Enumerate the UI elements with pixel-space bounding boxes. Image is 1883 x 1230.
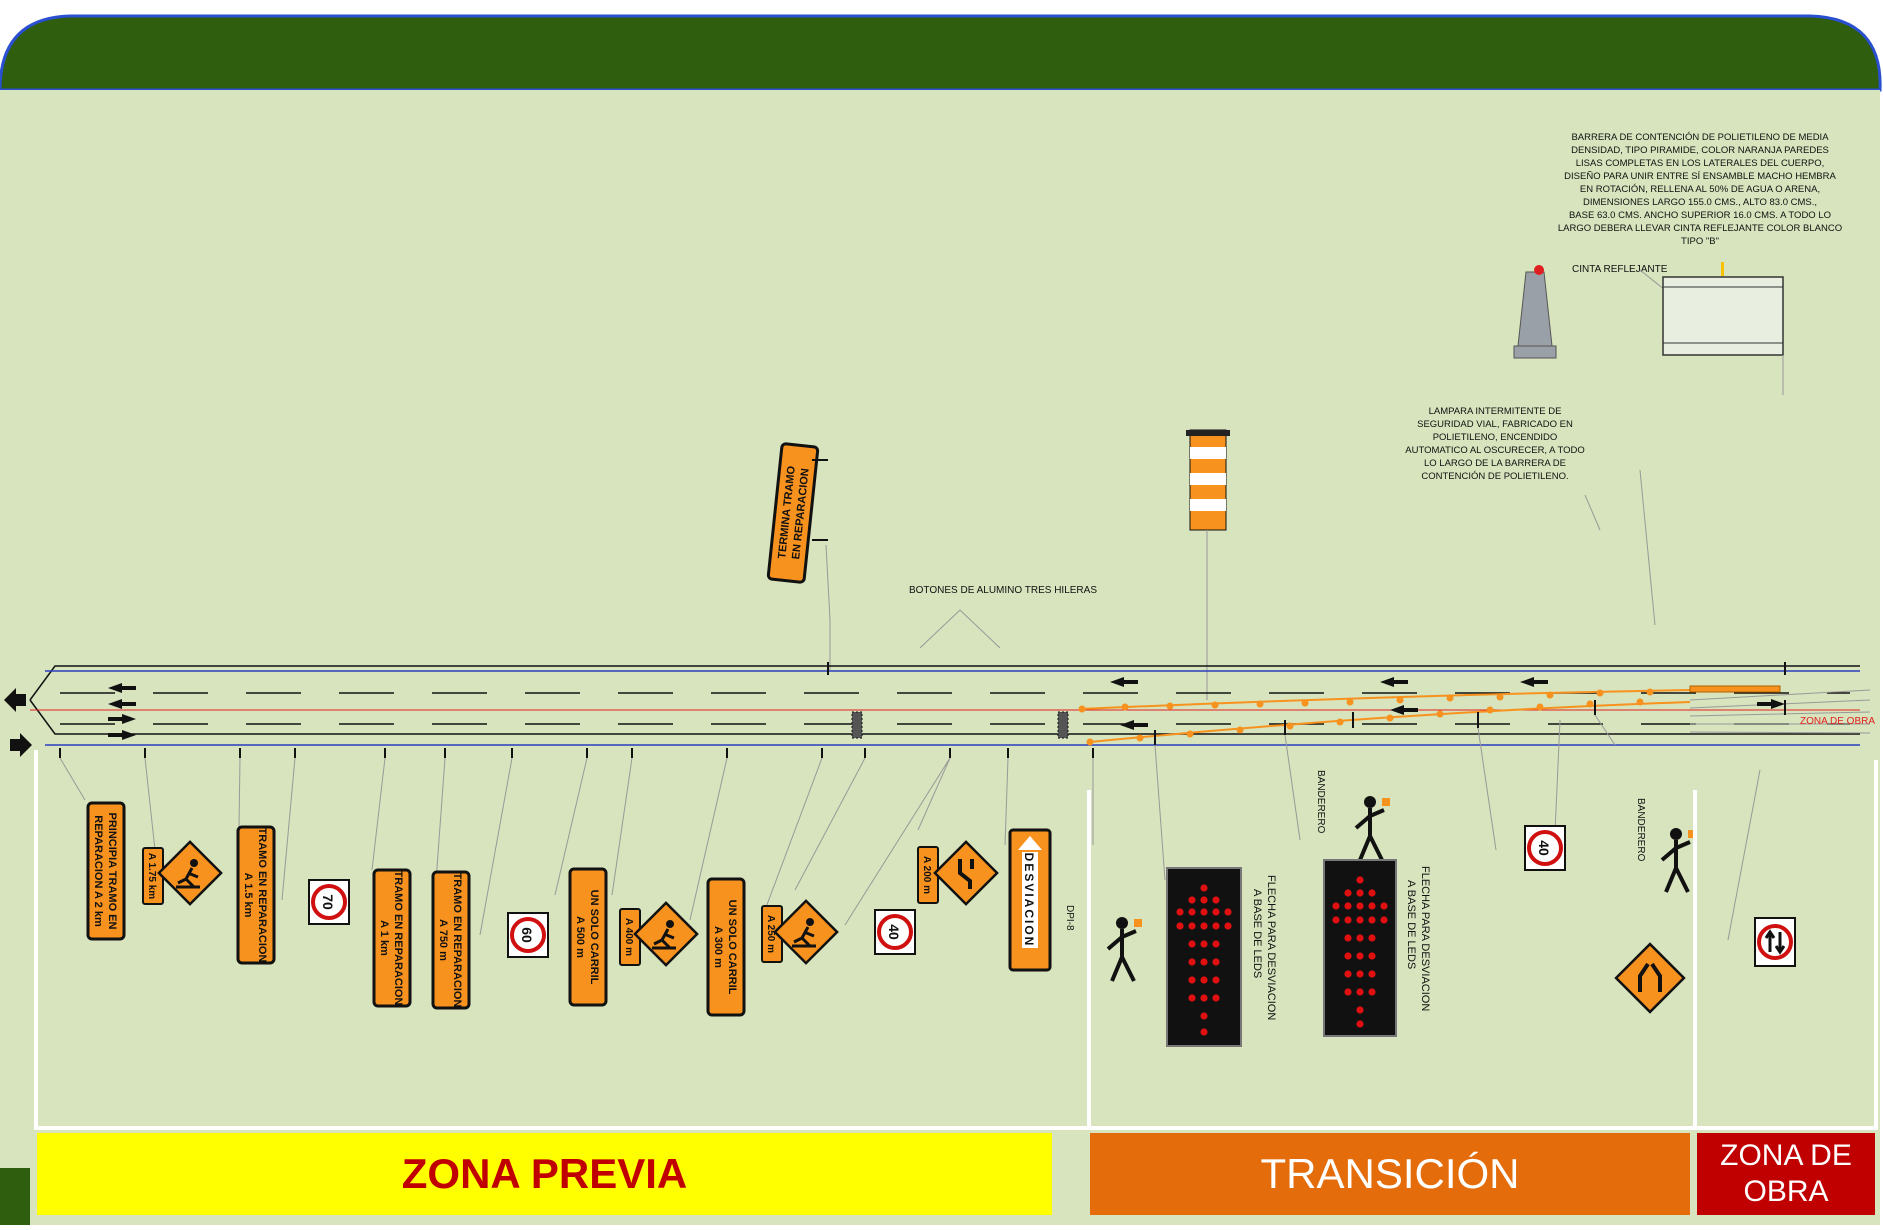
roadway: ZONA DE OBRA: [29, 662, 1875, 758]
svg-text:DIMENSIONES LARGO 155.0 CMS.,: DIMENSIONES LARGO 155.0 CMS., ALTO 83.0 …: [1583, 197, 1817, 208]
svg-text:LARGO DEBERA LLEVAR CINTA REFL: LARGO DEBERA LLEVAR CINTA REFLEJANTE COL…: [1558, 223, 1842, 234]
merge-diamond-icon: [1614, 942, 1686, 1014]
svg-text:LO LARGO DE LA BARRERA DE: LO LARGO DE LA BARRERA DE: [1424, 458, 1566, 469]
svg-text:TRAMO EN REPARACION: TRAMO EN REPARACION: [256, 828, 268, 963]
banderero-label-1: BANDERERO: [1315, 770, 1326, 834]
svg-text:EN ROTACIÓN, RELLENA AL 50% DE: EN ROTACIÓN, RELLENA AL 50% DE AGUA O AR…: [1580, 184, 1820, 195]
botones-note: BOTONES DE ALUMINO TRES HILERAS: [909, 585, 1097, 596]
sign-principia: PRINCIPIA TRAMO EN REPARACION A 2 km: [86, 801, 126, 941]
sign-carril-500: UN SOLO CARRIL A 500 m: [568, 867, 608, 1007]
svg-text:FLECHA PARA DESVIACION: FLECHA PARA DESVIACION: [1265, 875, 1277, 1020]
svg-text:FLECHA PARA DESVIACION: FLECHA PARA DESVIACION: [1419, 866, 1431, 1011]
svg-text:A 250 m: A 250 m: [765, 915, 776, 953]
main-panel: [0, 90, 1880, 1225]
flecha-label-1: FLECHA PARA DESVIACION A BASE DE LEDS: [1251, 875, 1277, 1020]
speed-limit-60: 60: [506, 911, 550, 959]
zone-previa: ZONA PREVIA: [37, 1133, 1052, 1215]
sign-a-200: A 200 m: [917, 846, 939, 904]
svg-text:CONTENCIÓN DE POLIETILENO.: CONTENCIÓN DE POLIETILENO.: [1421, 471, 1568, 482]
traffic-direction-icons: [4, 688, 32, 757]
svg-text:AUTOMATICO AL OSCURECER, A TOD: AUTOMATICO AL OSCURECER, A TODO: [1405, 445, 1584, 456]
svg-text:A 750 m: A 750 m: [437, 919, 449, 961]
svg-text:A 1 km: A 1 km: [378, 920, 390, 956]
cone-icon: [1513, 265, 1557, 359]
svg-text:UN SOLO CARRIL: UN SOLO CARRIL: [726, 900, 738, 995]
zone-transicion: TRANSICIÓN: [1090, 1133, 1690, 1215]
speed-limit-40-b: 40: [1523, 824, 1567, 872]
svg-text:PRINCIPIA TRAMO EN: PRINCIPIA TRAMO EN: [106, 813, 118, 930]
svg-text:A 300 m: A 300 m: [712, 926, 724, 968]
barrel-icon: [1186, 429, 1230, 531]
svg-text:TIPO "B": TIPO "B": [1681, 236, 1719, 247]
svg-text:BARRERA DE CONTENCIÓN DE POLIE: BARRERA DE CONTENCIÓN DE POLIETILENO DE …: [1571, 132, 1829, 143]
two-way-traffic-sign: [1754, 917, 1796, 967]
sign-carril-300: UN SOLO CARRIL A 300 m: [706, 877, 746, 1017]
speed-limit-70: 70: [307, 878, 351, 926]
lamp-note: LAMPARA INTERMITENTE DE SEGURIDAD VIAL, …: [1405, 406, 1584, 482]
svg-text:SEGURIDAD VIAL, FABRICADO EN: SEGURIDAD VIAL, FABRICADO EN: [1417, 419, 1573, 430]
svg-text:40: 40: [1536, 840, 1552, 856]
zone-dividers: [34, 750, 1878, 1130]
svg-text:TRAMO EN REPARACION: TRAMO EN REPARACION: [451, 873, 463, 1008]
svg-text:A 400 m: A 400 m: [623, 918, 634, 956]
svg-text:A 500 m: A 500 m: [574, 916, 586, 958]
barrier-note: BARRERA DE CONTENCIÓN DE POLIETILENO DE …: [1558, 132, 1842, 247]
flecha-label-2: FLECHA PARA DESVIACION A BASE DE LEDS: [1405, 866, 1431, 1011]
svg-text:A 200 m: A 200 m: [921, 856, 932, 894]
desviacion-sign: DESVIACION: [1008, 828, 1052, 972]
svg-text:A BASE DE LEDS: A BASE DE LEDS: [1251, 889, 1263, 978]
svg-text:A 1.75 km: A 1.75 km: [146, 853, 157, 899]
svg-text:A BASE DE LEDS: A BASE DE LEDS: [1405, 880, 1417, 969]
svg-text:TRAMO EN REPARACION: TRAMO EN REPARACION: [392, 871, 404, 1006]
led-arrow-board-2: [1323, 859, 1397, 1037]
svg-text:LISAS COMPLETAS EN LOS LATERAL: LISAS COMPLETAS EN LOS LATERALES DEL CUE…: [1576, 158, 1824, 169]
termina-sign: TERMINA TRAMO EN REPARACION: [766, 442, 820, 584]
svg-text:REPARACION A 2 km: REPARACION A 2 km: [92, 815, 104, 927]
svg-text:DESVIACION: DESVIACION: [1022, 853, 1036, 948]
sign-a-175: A 1.75 km: [142, 847, 164, 905]
svg-text:70: 70: [320, 894, 336, 910]
sign-tramo-1: TRAMO EN REPARACION A 1 km: [372, 868, 412, 1008]
svg-text:LAMPARA INTERMITENTE DE: LAMPARA INTERMITENTE DE: [1429, 406, 1562, 417]
zone-obra: ZONA DE OBRA: [1697, 1133, 1875, 1215]
speed-limit-40: 40: [873, 908, 917, 956]
svg-text:ZONA DE OBRA: ZONA DE OBRA: [1800, 716, 1875, 727]
svg-text:BASE 63.0 CMS. ANCHO SUPERIOR: BASE 63.0 CMS. ANCHO SUPERIOR 16.0 CMS. …: [1569, 210, 1831, 221]
dpi-label: DPI-8: [1064, 905, 1075, 931]
sign-tramo-750: TRAMO EN REPARACION A 750 m: [431, 870, 471, 1010]
header-bar: [0, 14, 1882, 92]
lane-shift-diamond-icon: [933, 840, 999, 906]
svg-text:DENSIDAD, TIPO PIRAMIDE, COLOR: DENSIDAD, TIPO PIRAMIDE, COLOR NARANJA P…: [1571, 145, 1829, 156]
svg-text:40: 40: [886, 924, 902, 940]
barrier-elevation-icon: [1662, 262, 1784, 356]
led-arrow-board-1: [1166, 867, 1242, 1047]
svg-text:UN SOLO CARRIL: UN SOLO CARRIL: [588, 890, 600, 985]
svg-text:DISEÑO PARA UNIR ENTRE SÍ ENSA: DISEÑO PARA UNIR ENTRE SÍ ENSAMBLE MACHO…: [1564, 171, 1836, 182]
svg-text:A 1.5 km: A 1.5 km: [242, 873, 254, 918]
banderero-label-2: BANDERERO: [1635, 798, 1646, 862]
cinta-label: CINTA REFLEJANTE: [1572, 264, 1668, 275]
sign-tramo-15: TRAMO EN REPARACION A 1.5 km: [236, 825, 276, 965]
svg-text:POLIETILENO, ENCENDIDO: POLIETILENO, ENCENDIDO: [1433, 432, 1558, 443]
svg-text:60: 60: [519, 927, 535, 943]
